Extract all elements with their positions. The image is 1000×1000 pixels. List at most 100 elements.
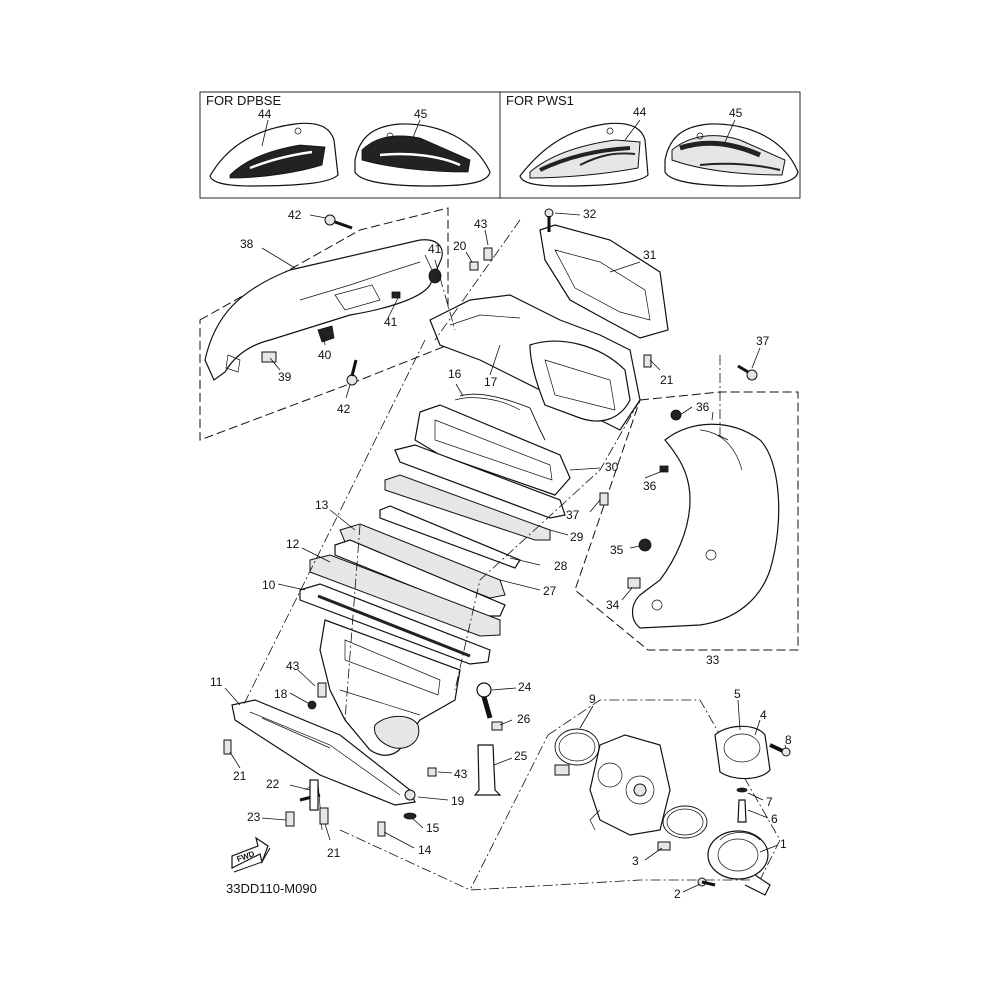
grommet-36	[670, 409, 682, 421]
grommet-41	[428, 268, 442, 284]
callout-21-bottom: 21	[327, 846, 341, 860]
callout-45-pws1: 45	[729, 106, 743, 120]
callout-44-pws1: 44	[633, 105, 647, 119]
callout-41-top: 41	[428, 242, 442, 256]
callout-25: 25	[514, 749, 528, 763]
duct-31	[539, 224, 669, 339]
bracket-11	[231, 699, 416, 806]
callout-28: 28	[554, 559, 568, 573]
throttle-body-group	[469, 699, 791, 896]
callout-43-c: 43	[454, 767, 468, 781]
bolt-22	[309, 779, 319, 811]
callout-21-right: 21	[660, 373, 674, 387]
callout-43-lower: 43	[286, 659, 300, 673]
callout-27: 27	[543, 584, 557, 598]
drain-25	[473, 744, 502, 796]
callout-23: 23	[247, 810, 261, 824]
clamp-9	[554, 728, 600, 766]
clamp-26	[491, 721, 503, 731]
callout-4: 4	[760, 708, 767, 722]
callout-35: 35	[610, 543, 624, 557]
clip-39	[261, 351, 277, 363]
grommet-35	[638, 538, 652, 552]
bolt-32	[544, 208, 554, 218]
callout-15: 15	[426, 821, 440, 835]
callout-29: 29	[570, 530, 584, 544]
decal-44-dpbse	[209, 122, 339, 187]
lower-case-group	[223, 619, 503, 837]
callout-40: 40	[318, 348, 332, 362]
callout-22: 22	[266, 777, 280, 791]
callout-39: 39	[278, 370, 292, 384]
callout-31: 31	[643, 248, 657, 262]
graphics-panels: FOR DPBSE FOR PWS1	[199, 91, 801, 199]
decal-45-pws1	[664, 123, 799, 187]
callout-20: 20	[453, 239, 467, 253]
plug-6	[737, 799, 747, 823]
callout-2: 2	[674, 887, 681, 901]
callout-42-top: 42	[288, 208, 302, 222]
right-side-cover	[631, 423, 780, 629]
washer-7	[736, 787, 748, 793]
callout-labels: 44 45 44 45 42 38 43 20 32 31 41 41 40 3…	[210, 105, 792, 901]
callout-26: 26	[517, 712, 531, 726]
air-box-lower	[319, 619, 461, 756]
callout-30: 30	[605, 460, 619, 474]
bolt-21-right	[643, 354, 652, 368]
bolt-37-mid	[599, 492, 609, 506]
callout-24: 24	[518, 680, 532, 694]
bolt-20	[469, 261, 479, 271]
callout-44-dpbse: 44	[258, 107, 272, 121]
bolt-21-left	[223, 739, 232, 755]
callout-37-top: 37	[756, 334, 770, 348]
throttle-body	[589, 734, 671, 836]
callout-43-top: 43	[474, 217, 488, 231]
callout-42-bottom: 42	[337, 402, 351, 416]
callout-3: 3	[632, 854, 639, 868]
callout-34: 34	[606, 598, 620, 612]
bolt-37-top	[746, 369, 758, 381]
bolt-23	[285, 811, 295, 827]
leader-lines	[224, 119, 787, 893]
nut-36	[659, 465, 669, 473]
wire-16	[459, 393, 546, 441]
bolt-42-bottom	[346, 374, 358, 386]
callout-12: 12	[286, 537, 300, 551]
callout-1: 1	[780, 837, 787, 851]
seal-27	[334, 539, 506, 617]
callout-7: 7	[766, 795, 773, 809]
callout-14: 14	[418, 843, 432, 857]
collar-19	[404, 789, 416, 801]
panel-title-pws1: FOR PWS1	[506, 93, 574, 108]
upper-case-group	[429, 208, 682, 431]
bolt-43-c	[427, 767, 437, 777]
callout-18: 18	[274, 687, 288, 701]
filter-stack	[299, 393, 571, 665]
callout-38: 38	[240, 237, 254, 251]
callout-19: 19	[451, 794, 465, 808]
bolt-43-lower	[317, 682, 327, 698]
callout-5: 5	[734, 687, 741, 701]
reference-lines	[242, 219, 721, 891]
callout-11: 11	[210, 675, 223, 689]
callout-21-left: 21	[233, 769, 247, 783]
clip-34	[627, 577, 641, 589]
callout-10: 10	[262, 578, 276, 592]
decal-44-pws1	[519, 122, 649, 187]
hose-fitting-24	[476, 682, 492, 698]
bolt-42-top	[324, 214, 336, 226]
decal-45-dpbse	[354, 123, 491, 187]
bolt-8	[781, 747, 791, 757]
callout-17: 17	[484, 375, 498, 389]
left-side-cover-group	[199, 207, 449, 441]
callout-41-bottom: 41	[384, 315, 398, 329]
filter-element-29	[394, 444, 566, 519]
bolt-14	[377, 821, 386, 837]
callout-36-mid: 36	[643, 479, 657, 493]
panel-title-dpbse: FOR DPBSE	[206, 93, 281, 108]
damper-40	[317, 325, 335, 343]
callout-32: 32	[583, 207, 597, 221]
clamp-3	[662, 805, 708, 839]
callout-37-mid: 37	[566, 508, 580, 522]
filter-element-28	[384, 474, 551, 541]
